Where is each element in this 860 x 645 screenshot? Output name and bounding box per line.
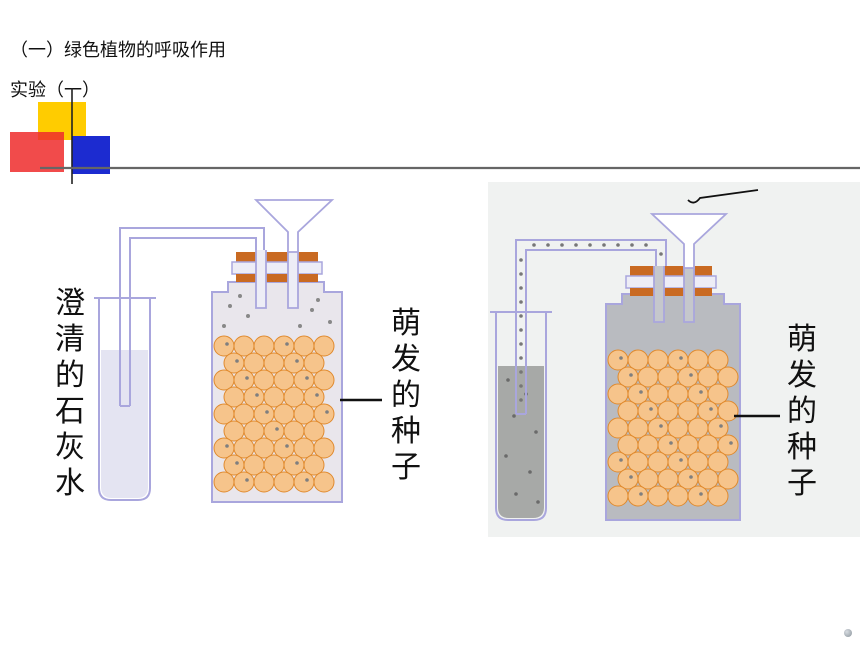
label-char: 水	[55, 466, 85, 501]
title-decoration	[10, 88, 860, 184]
label-char: 的	[55, 358, 85, 393]
label-germinating-seeds-right: 萌 发 的 种 子	[784, 322, 820, 502]
stopper-top-right	[630, 266, 712, 276]
experiment-subtitle: 实验（一）	[10, 80, 100, 101]
label-char: 种	[391, 414, 421, 449]
left-experiment-setup	[94, 199, 382, 503]
stopper-ring-right	[625, 275, 717, 289]
label-char: 发	[391, 342, 421, 377]
label-char: 石	[55, 394, 85, 429]
label-char: 澄	[55, 286, 85, 321]
cloudy-limewater	[498, 366, 544, 518]
funnel-stem-right	[683, 266, 695, 323]
stopper-bottom-right	[630, 288, 712, 296]
label-char: 的	[391, 378, 421, 413]
right-experiment-setup	[490, 189, 780, 521]
label-char: 种	[787, 430, 817, 465]
page-title: （一）绿色植物的呼吸作用	[10, 40, 226, 61]
stopper-top-left	[236, 252, 318, 262]
label-char: 的	[787, 394, 817, 429]
label-clear-limewater: 澄 清 的 石 灰 水	[52, 286, 88, 502]
stopper-bottom-left	[236, 274, 318, 282]
delivery-tube-outer-right	[515, 239, 667, 414]
delivery-tube-inner-left	[129, 237, 257, 406]
germinating-seeds-right	[607, 349, 739, 507]
slide-nav-dot-icon[interactable]	[844, 629, 852, 637]
test-tube-right	[495, 312, 547, 521]
funnel-left	[253, 199, 335, 253]
label-germinating-seeds-left: 萌 发 的 种 子	[388, 306, 424, 486]
label-char: 子	[391, 450, 421, 485]
test-tube-left	[98, 298, 151, 501]
funnel-stem-left	[287, 250, 299, 309]
deco-red-square	[10, 132, 64, 172]
respiration-experiment-diagram	[94, 189, 780, 521]
label-char: 清	[55, 322, 85, 357]
label-char: 萌	[391, 306, 421, 341]
funnel-right	[649, 213, 729, 269]
germinating-seeds-left	[213, 335, 335, 493]
clear-limewater	[101, 350, 148, 498]
pointer-mark-top	[687, 189, 759, 204]
label-char: 萌	[787, 322, 817, 357]
delivery-tube-inner-right	[525, 249, 657, 414]
inlet-tube-left	[255, 250, 267, 309]
inlet-tube-right	[653, 266, 665, 323]
label-char: 发	[787, 358, 817, 393]
gas-dots-left	[222, 294, 332, 328]
label-char: 子	[787, 466, 817, 501]
stopper-ring-left	[231, 261, 323, 275]
label-char: 灰	[55, 430, 85, 465]
delivery-tube-outer-left	[119, 227, 265, 406]
